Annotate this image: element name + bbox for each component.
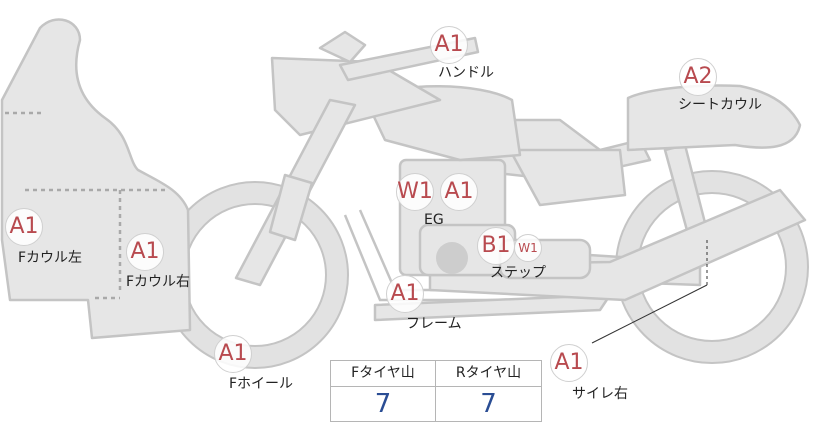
fork-upper	[268, 173, 314, 242]
f-wheel-label: Fホイール	[229, 376, 294, 392]
f-cowl-right-label: Fカウル右	[126, 274, 191, 290]
side-cover-right-badge[interactable]: A1	[550, 344, 588, 382]
seat-cowl-label: シートカウル	[678, 97, 762, 113]
side-cover-right-label: サイレ右	[572, 386, 628, 402]
handle-badge[interactable]: A1	[430, 26, 468, 64]
eg-label: EG	[424, 212, 444, 228]
side-cover	[508, 148, 627, 207]
f-cowl-left-label: Fカウル左	[18, 250, 83, 266]
step-b-badge[interactable]: B1	[477, 227, 515, 265]
eg-w-badge[interactable]: W1	[396, 173, 434, 211]
tire-tread-table: Fタイヤ山 Rタイヤ山 7 7	[330, 360, 542, 422]
f-cowl-right-badge[interactable]: A1	[126, 233, 164, 271]
eg-a-badge[interactable]: A1	[440, 173, 478, 211]
front-tread-header: Fタイヤ山	[331, 361, 436, 387]
frame-badge[interactable]: A1	[386, 275, 424, 313]
seat-cowl-badge[interactable]: A2	[679, 58, 717, 96]
step-w-badge[interactable]: W1	[514, 234, 542, 262]
f-wheel-badge[interactable]: A1	[214, 335, 252, 373]
handle-bar	[318, 30, 367, 64]
seat-cowl	[626, 84, 802, 152]
handle-label: ハンドル	[438, 65, 494, 81]
front-tread-value[interactable]: 7	[331, 387, 436, 421]
f-cowl-left-badge[interactable]: A1	[5, 208, 43, 246]
rear-tread-value[interactable]: 7	[480, 389, 497, 419]
frame-label: フレーム	[406, 316, 462, 332]
engine-cover	[436, 242, 468, 274]
step-label: ステップ	[490, 265, 546, 281]
rear-tread-header: Rタイヤ山	[436, 361, 541, 387]
leader-line	[591, 284, 708, 344]
